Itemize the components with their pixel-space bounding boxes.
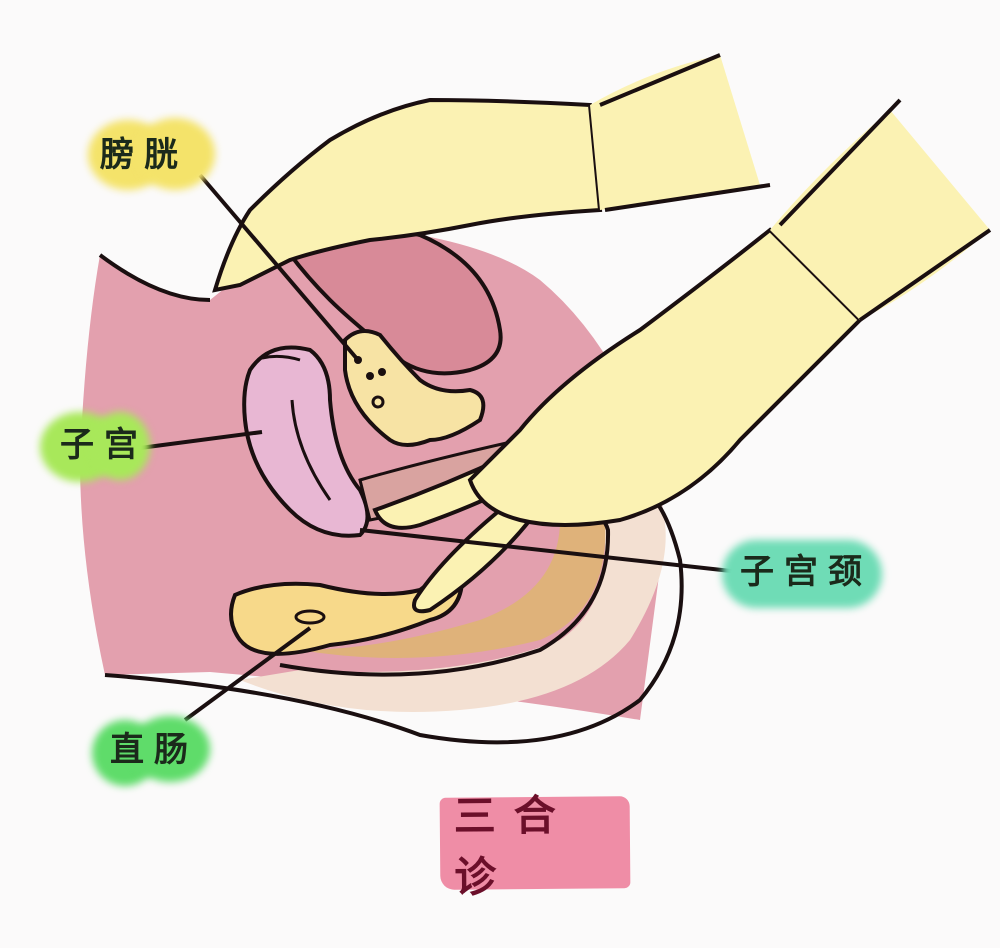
outline-lower	[104, 498, 684, 745]
glove-hand-lower	[467, 227, 863, 527]
uterus	[242, 345, 370, 538]
bladder	[343, 329, 486, 447]
label-bg-bladder-2	[135, 118, 215, 190]
label-bladder: 膀胱	[100, 135, 188, 175]
leader-rectum	[183, 626, 312, 722]
label-bg-cervix	[722, 540, 882, 608]
label-cervix: 子宫颈	[740, 552, 872, 592]
title-text: 三合诊	[453, 790, 574, 902]
leader-bladder	[198, 173, 360, 362]
glove-hand-upper	[212, 97, 603, 293]
label-bg-uterus-2	[90, 412, 150, 480]
label-bg-rectum-2	[130, 716, 210, 782]
rectum-canal	[300, 512, 606, 658]
label-rectum: 直肠	[110, 730, 198, 770]
title-badge: 三合诊	[439, 791, 631, 902]
leader-cervix	[359, 528, 741, 574]
rectum	[229, 556, 464, 656]
leader-uterus	[139, 430, 263, 450]
label-uterus: 子宫	[60, 425, 148, 465]
